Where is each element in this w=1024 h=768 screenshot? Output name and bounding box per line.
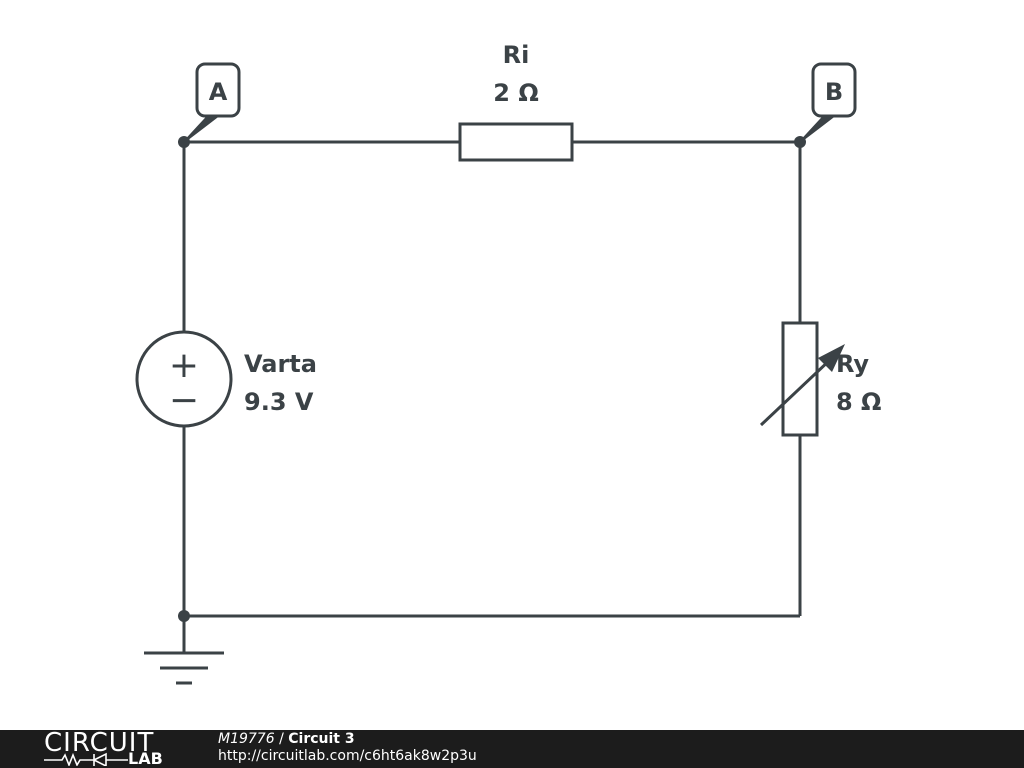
resistor-ri [458,122,574,162]
node-label-b-text: B [825,78,843,106]
title-separator: / [274,731,289,747]
voltage-source-minus-sign: − [169,380,199,421]
footer-title-line: M19776 / Circuit 3 [218,731,477,748]
variable-resistor-ry [759,321,845,437]
voltage-source-varta: + − [135,330,233,428]
circuit-schematic: A B Ri 2 Ω + − Varta 9.3 V Ry 8 Ω [135,41,881,685]
logo-text-lab: LAB [128,749,163,768]
node-label-b: B [799,62,857,143]
voltage-source-varta-name: Varta [244,350,317,378]
circuit-title: Circuit 3 [288,731,355,747]
resistor-ri-name: Ri [503,41,530,69]
voltage-source-plus-sign: + [169,345,199,386]
footer-info: M19776 / Circuit 3 http://circuitlab.com… [218,731,477,765]
logo-squiggle-icon [44,752,128,766]
ground-icon [144,651,224,685]
variable-resistor-ry-name: Ry [836,350,869,378]
logo-text-circuit: CIRCUIT [44,728,155,758]
footer-bar: CIRCUIT LAB M19776 / Circuit 3 http://ci… [0,730,1024,768]
junction-bottom-left [178,610,190,622]
voltage-source-varta-value: 9.3 V [244,388,314,416]
circuit-url[interactable]: http://circuitlab.com/c6ht6ak8w2p3u [218,748,477,764]
node-label-a: A [183,62,241,143]
variable-resistor-arrowhead-icon [818,344,845,372]
author-name[interactable]: M19776 [218,731,275,747]
resistor-ri-value: 2 Ω [493,79,538,107]
variable-resistor-ry-value: 8 Ω [836,388,881,416]
circuitlab-logo: CIRCUIT LAB [44,730,184,768]
node-label-a-text: A [209,78,228,106]
variable-resistor-arrow [759,356,834,427]
